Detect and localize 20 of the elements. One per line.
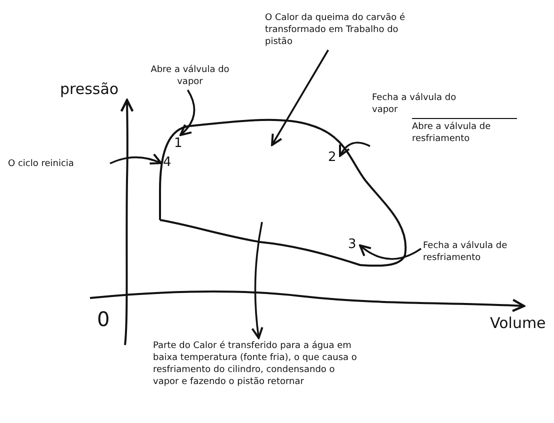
annotation-text: O Calor da queima do carvão é transformado em Trabalho do pistão — [265, 12, 415, 48]
point-number: 3 — [348, 238, 358, 252]
arrow — [271, 50, 329, 146]
axis-label: pressão — [60, 80, 119, 98]
arrow — [359, 244, 422, 260]
origin-label: 0 — [97, 308, 110, 331]
annotation-text: Fecha a válvula de resfriamento — [423, 240, 548, 264]
annotation-text: O ciclo reinicia — [8, 158, 108, 170]
axis-label: Volume — [490, 314, 546, 332]
annotation-text: Abre a válvula de resfriamento — [412, 118, 517, 145]
arrow — [251, 222, 264, 339]
point-number: 4 — [163, 156, 173, 170]
arrow — [180, 90, 196, 136]
annotation-text: Fecha a válvula do vapor — [372, 92, 458, 116]
point-number: 1 — [174, 137, 184, 151]
arrow — [110, 154, 162, 165]
annotation-text: Abre a válvula do vapor — [150, 64, 230, 88]
annotation-text: Parte do Calor é transferido para a água em baixa temperatura (fonte fria), o que causa o resfriamento do cilindro, condensando o vapor e fazendo o pistão retornar — [153, 340, 363, 388]
point-number: 2 — [328, 151, 338, 165]
arrow — [339, 142, 370, 157]
